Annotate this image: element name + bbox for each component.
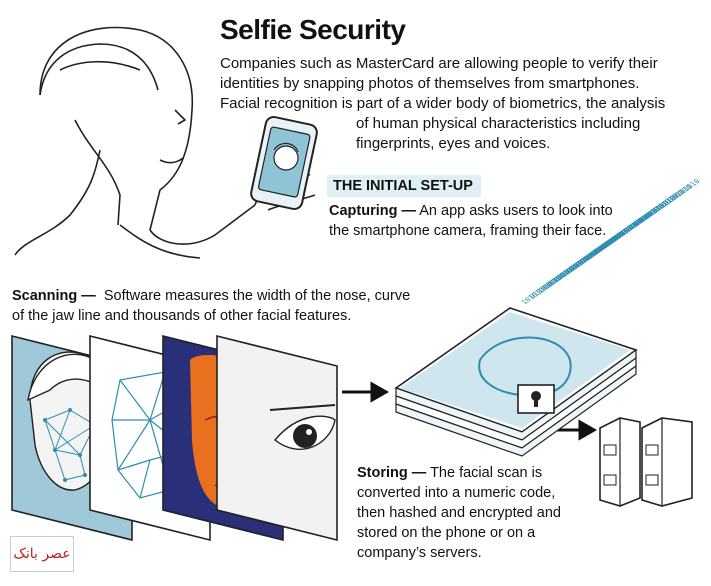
storing-label: Storing — <box>357 465 427 481</box>
arrow-icon <box>342 381 390 403</box>
capturing-line: An app asks users to look into <box>419 203 613 219</box>
storing-line: The facial scan is <box>430 465 543 481</box>
server-icon <box>599 417 641 507</box>
scanning-label: Scanning — <box>12 288 96 304</box>
intro-line: of human physical characteristics includ… <box>356 115 641 132</box>
capturing-label: Capturing — <box>329 203 416 219</box>
scanning-step: Scanning — Software measures the width o… <box>12 286 432 326</box>
eye-detail-panel <box>216 334 338 542</box>
capturing-step: Capturing — An app asks users to look in… <box>329 201 699 241</box>
storing-line: company’s servers. <box>357 545 482 561</box>
phone-icon <box>250 116 318 210</box>
section-heading: THE INITIAL SET-UP <box>327 175 481 197</box>
storing-line: converted into a numeric code, <box>357 485 556 501</box>
intro-line: identities by snapping photos of themsel… <box>220 75 640 92</box>
storing-line: stored on the phone or on a <box>357 525 536 541</box>
scanning-line: Software measures the width of the nose,… <box>103 288 411 304</box>
intro-text: Companies such as MasterCard are allowin… <box>220 54 700 154</box>
storing-line: then hashed and encrypted and <box>357 505 561 521</box>
intro-line: Companies such as MasterCard are allowin… <box>220 55 658 72</box>
server-icon-2 <box>641 417 693 507</box>
intro-line: fingerprints, eyes and voices. <box>356 135 551 152</box>
scanning-line: of the jaw line and thousands of other f… <box>12 308 352 324</box>
page-title: Selfie Security <box>220 14 406 45</box>
watermark-logo: عصر بانک <box>10 536 74 572</box>
storing-step: Storing — The facial scan is converted i… <box>357 463 577 563</box>
intro-line: Facial recognition is part of a wider bo… <box>220 95 666 112</box>
capturing-line: the smartphone camera, framing their fac… <box>329 223 607 239</box>
